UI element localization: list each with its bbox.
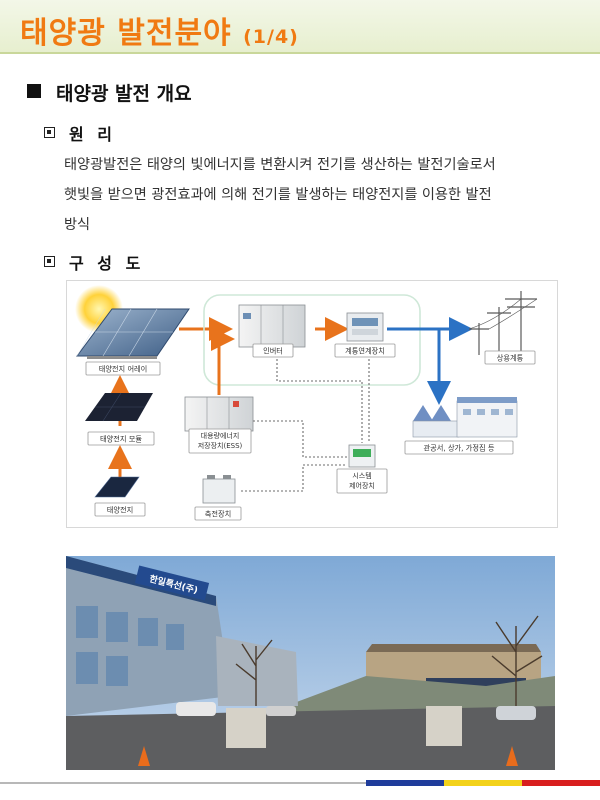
inverter-icon (238, 304, 306, 348)
system-diagram: 태양전지 어레이 태양전지 모듈 태양전지 인버터 (66, 280, 558, 528)
label-inverter: 인버터 (263, 347, 283, 356)
principle-line: 태양광발전은 태양의 빛에너지를 변환시켜 전기를 생산하는 발전기술로서 (64, 157, 496, 173)
ess-icon (184, 396, 254, 432)
footer-line-gray (0, 782, 366, 784)
facility-photo-svg: 한일특선(주) (66, 556, 555, 770)
label-cell: 태양전지 (107, 506, 133, 515)
page-indicator: (1/4) (243, 26, 299, 48)
section-title: 태양광 발전 개요 (56, 83, 192, 105)
label-buildings: 관공서, 상가, 가정집 등 (424, 444, 495, 453)
footer-line-yellow (444, 780, 522, 786)
composition-heading: 구 성 도 (69, 254, 145, 273)
principle-line: 햇빛을 받으면 광전효과에 의해 전기를 발생하는 태양전지를 이용한 발전 (64, 187, 492, 203)
footer-line-blue (366, 780, 444, 786)
principle-heading: 원 리 (69, 125, 117, 144)
label-module: 태양전지 모듈 (100, 435, 142, 444)
label-utility: 상용계통 (497, 354, 524, 363)
slide-title: 태양광 발전분야 (1/4) (20, 8, 299, 52)
battery-icon (202, 475, 236, 504)
principle-bullet-icon (44, 127, 55, 138)
buildings-icon (412, 397, 518, 438)
solar-module-icon (85, 392, 153, 422)
principle-text: 태양광발전은 태양의 빛에너지를 변환시켜 전기를 생산하는 발전기술로서 햇빛… (64, 150, 584, 240)
system-diagram-svg: 태양전지 어레이 태양전지 모듈 태양전지 인버터 (75, 285, 538, 521)
solar-cell-icon (94, 476, 140, 498)
facility-photo: 한일특선(주) (66, 556, 555, 770)
cars (176, 702, 536, 720)
trees (235, 615, 543, 716)
parking-lot (66, 706, 555, 770)
solar-array-icon (76, 308, 190, 359)
label-control-line2: 제어장치 (349, 481, 375, 490)
label-grid-device: 계통연계장치 (345, 347, 385, 356)
principle-line: 방식 (64, 217, 91, 233)
control-device-icon (348, 444, 376, 468)
enclosure-box (203, 294, 421, 386)
slide-title-text: 태양광 발전분야 (20, 16, 232, 51)
label-battery: 축전장치 (205, 510, 231, 519)
label-array: 태양전지 어레이 (99, 365, 148, 374)
utility-pole-icon (468, 291, 538, 355)
control-lines (241, 359, 370, 492)
slide-header: 태양광 발전분야 (1/4) (0, 0, 600, 54)
footer-line-red (522, 780, 600, 786)
section-bullet-icon (27, 84, 41, 98)
label-ess-line2: 저장장치(ESS) (198, 441, 243, 450)
grid-device-icon (346, 312, 384, 342)
composition-bullet-icon (44, 256, 55, 267)
label-control-line1: 시스템 (352, 472, 371, 480)
label-ess-line1: 대용량에너지 (201, 431, 240, 440)
